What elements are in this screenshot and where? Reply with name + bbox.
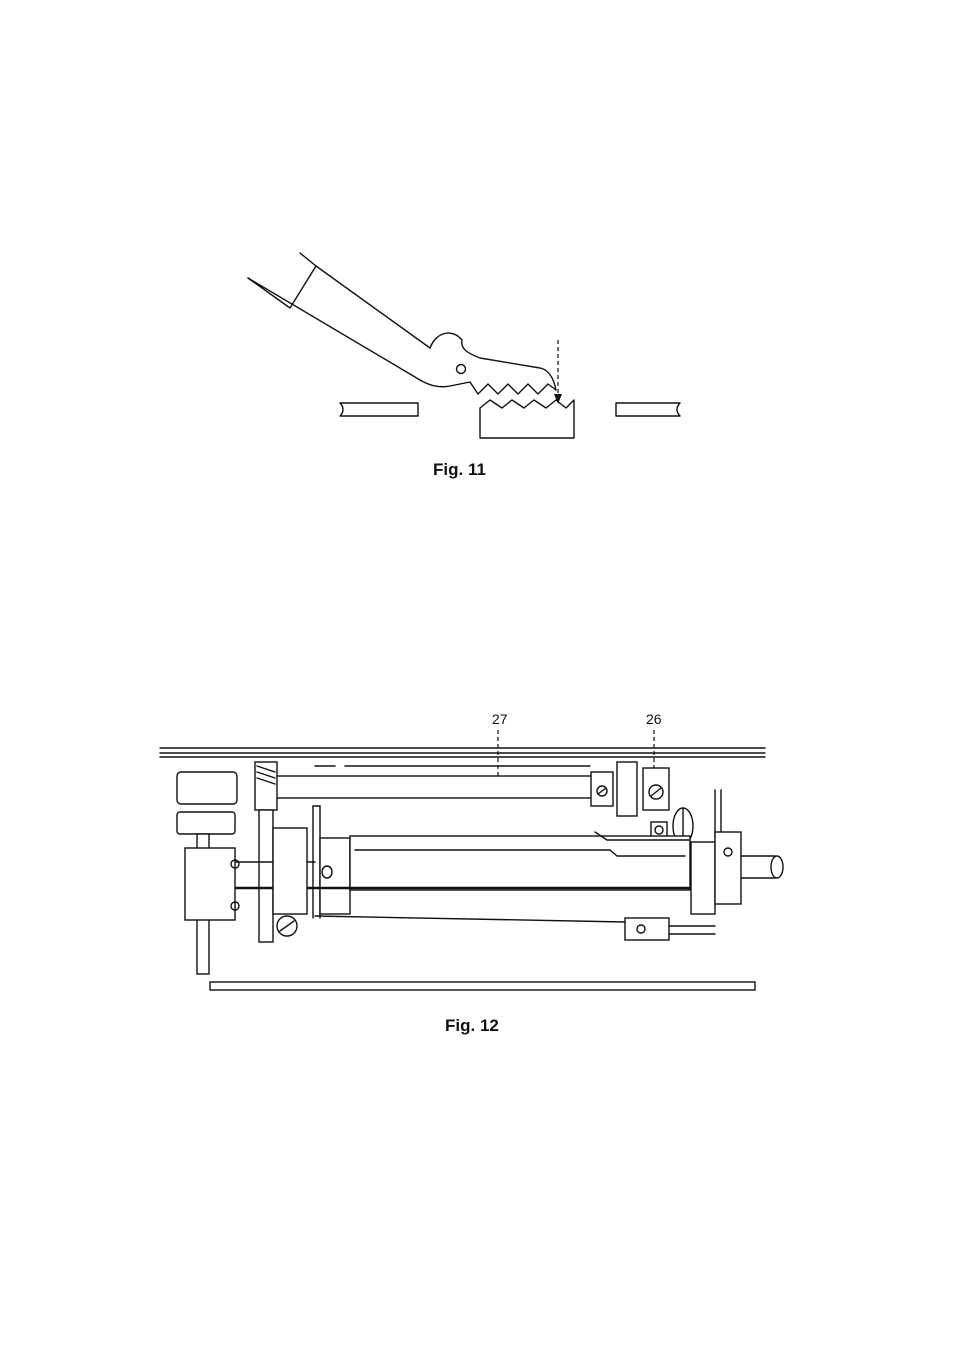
lower-small-bracket [625, 918, 669, 940]
vertical-shaft [259, 810, 273, 942]
figure-11-drawing [240, 240, 700, 450]
pivot-hole [457, 365, 466, 374]
right-end-plate [715, 832, 741, 904]
lever-teeth [420, 380, 556, 394]
callout-26: 26 [646, 711, 662, 727]
figure-12-drawing [155, 728, 795, 1000]
lever-arm-top-edge [300, 253, 316, 266]
right-plate [616, 403, 680, 416]
collar-left [591, 772, 613, 806]
lower-shaft-bracket [320, 838, 350, 914]
figure-12-caption: Fig. 12 [445, 1016, 499, 1036]
figure-11-caption: Fig. 11 [433, 460, 486, 480]
left-plate-mount [185, 848, 235, 920]
motion-arrow-head [554, 394, 562, 404]
right-hub [691, 842, 715, 914]
screw-block-26 [643, 768, 669, 810]
lower-shaft-body [350, 836, 690, 890]
lever-arm-lower-edge [248, 278, 420, 380]
upper-shaft [275, 776, 595, 798]
collar-middle [617, 762, 637, 816]
bed-plate [210, 982, 755, 990]
lever-head-outline [430, 333, 556, 390]
callout-27: 27 [492, 711, 508, 727]
lever-arm-upper-edge [248, 266, 430, 348]
gear-housing [273, 828, 307, 914]
left-bracket-lower [177, 812, 235, 834]
left-plate [340, 403, 418, 416]
feed-dog-block [480, 400, 574, 438]
left-bracket-top [177, 772, 237, 804]
